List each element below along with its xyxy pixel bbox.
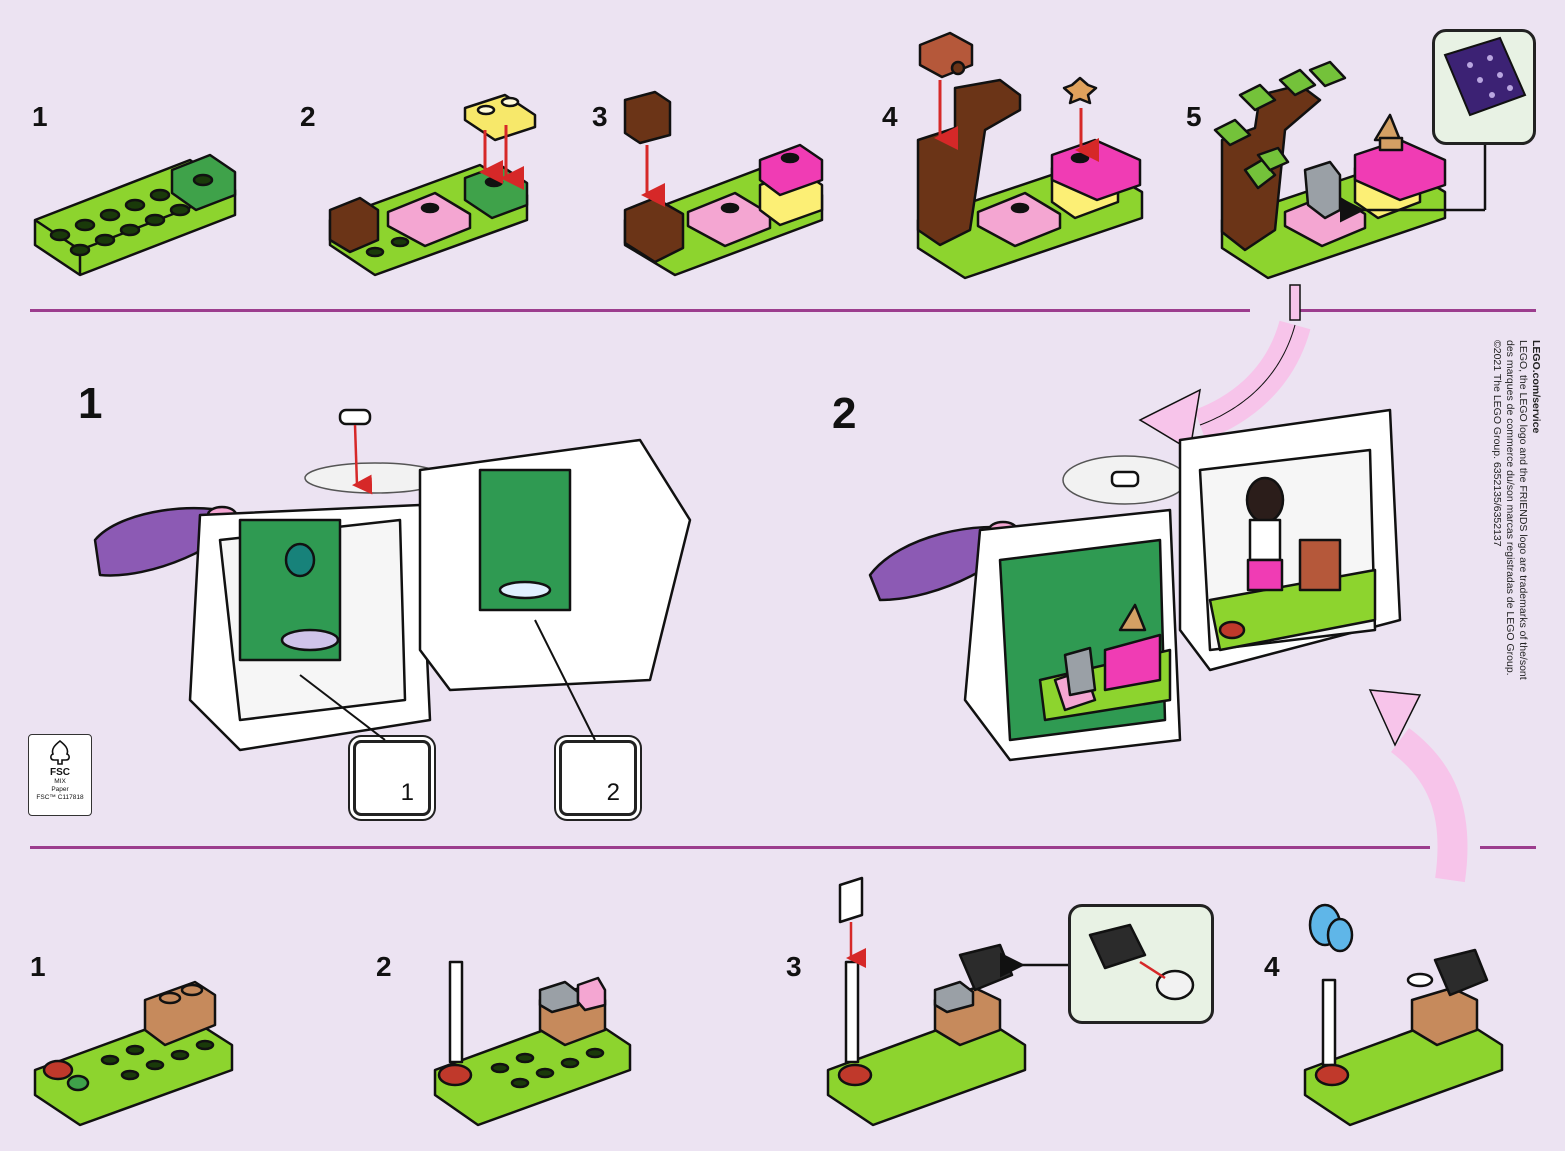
bottom-step-3-illustration [828,878,1193,1125]
bottom-step-2-illustration [435,962,630,1125]
top-step-3-illustration [625,92,822,275]
top-step-4-illustration [918,33,1142,278]
middle-step-1-illustration [95,410,690,750]
pink-curved-arrow-bottom-icon [1370,690,1453,880]
middle-step-2-illustration [870,410,1400,760]
sticker-tile-illustration [1445,38,1525,115]
bottom-step-1-illustration [35,982,232,1125]
bottom-step-4-illustration [1305,905,1502,1125]
top-step-5-illustration [1215,62,1485,278]
top-step-1-illustration [35,155,235,275]
top-step-2-illustration [330,95,535,275]
